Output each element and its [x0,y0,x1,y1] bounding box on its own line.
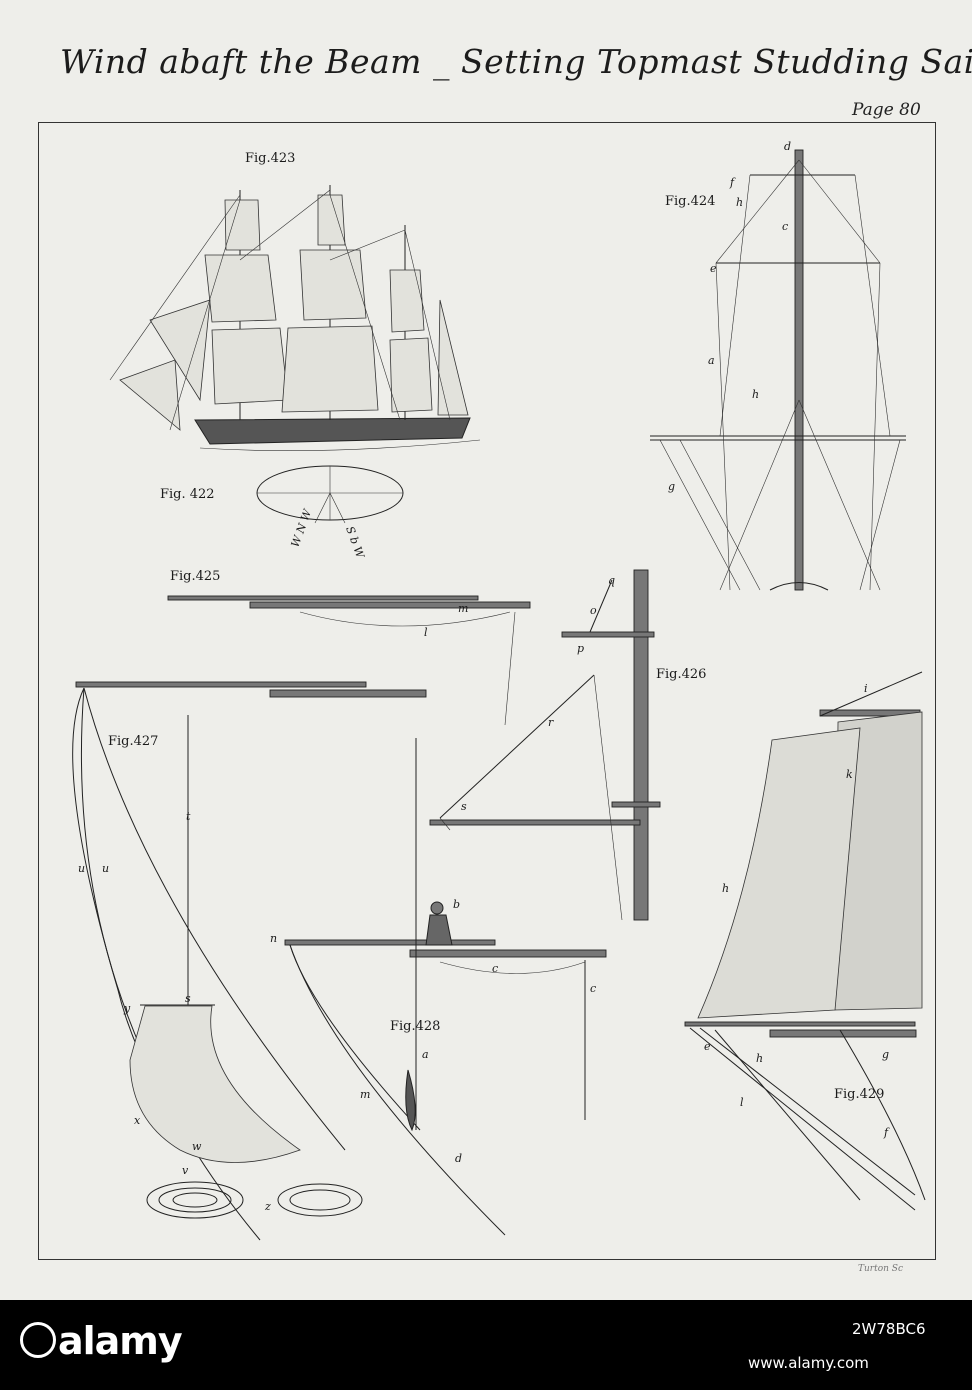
fig428-letter-c-yard: c [492,962,498,975]
fig428-letter-d: d [455,1152,462,1165]
fig424-letter-d: d [784,140,791,153]
fig427-label: Fig.427 [108,734,158,749]
fig427-letter-x: x [134,1114,141,1127]
fig428-label: Fig.428 [390,1019,440,1034]
plate-title: Wind abaft the Beam _ Setting Topmast St… [60,42,972,81]
alamy-logo-text: alamy [58,1319,183,1363]
image-id: 2W78BC6 [852,1320,926,1338]
fig425-letter-l: l [424,626,428,639]
fig424-label: Fig.424 [665,194,715,209]
fig422-compass-wnw: W N W [289,506,315,549]
fig426-letter-o: o [590,604,597,617]
fig429-letter-g: g [882,1048,889,1061]
source-url: www.alamy.com [748,1354,869,1372]
fig424-letter-h-upper: h [736,196,743,209]
alamy-logo-icon [20,1322,56,1358]
fig429-sail-drawing [684,671,926,1211]
fig429-letter-k: k [846,768,853,781]
fig429-letter-h-lower: h [756,1052,763,1065]
fig427-letter-u-right: u [102,862,109,875]
fig428-letter-c-end: c [590,982,596,995]
fig428-letter-n: n [270,932,277,945]
fig428-letter-a: a [422,1048,429,1061]
page-number: Page 80 [852,100,921,120]
watermark-banner [0,1300,972,1390]
fig429-label: Fig.429 [834,1087,884,1102]
fig422-compass-sbw: S b W [343,525,367,562]
fig428-letter-m: m [360,1088,370,1101]
fig427-letter-u-left: u [78,862,85,875]
fig424-letter-a: a [708,354,715,367]
fig423-label: Fig.423 [245,151,295,166]
fig427-letter-t: t [186,810,191,823]
fig425-boom-drawing [167,595,531,726]
fig429-letter-h-upper: h [722,882,729,895]
fig429-letter-l: l [740,1096,744,1109]
fig427-letter-z: z [264,1200,271,1213]
fig429-letter-i: i [864,682,868,695]
fig426-letter-q: q [608,574,615,587]
fig429-letter-f: f [883,1126,890,1139]
fig422-label: Fig. 422 [160,487,215,502]
fig426-letter-p: p [577,642,584,655]
fig426-letter-s: s [461,800,467,813]
fig424-letter-h-lower: h [752,388,759,401]
fig427-letter-v: v [182,1164,189,1177]
fig428-yard-drawing [284,738,607,1236]
fig424-letter-c: c [782,220,788,233]
fig425-label: Fig.425 [170,569,220,584]
fig427-letter-w: w [192,1140,202,1153]
fig424-letter-f: f [729,176,736,189]
fig426-letter-r: r [548,716,554,729]
fig422-compass-ellipse [256,465,404,524]
fig424-letter-e: e [710,262,717,275]
fig429-letter-e: e [704,1040,711,1053]
fig424-letter-g: g [668,480,675,493]
fig427-letter-y: y [123,1002,131,1015]
fig427-sail-drawing [72,681,427,1241]
plate-engraving: Fig.423 Fig. 422 W N W S b W Fig.424 d f… [72,140,926,1241]
engraver-credit: Turton Sc [858,1264,903,1274]
fig427-letter-s: s [185,992,191,1005]
fig428-letter-b: b [453,898,460,911]
fig423-ship-drawing [109,185,481,451]
fig425-letter-m: m [458,602,468,615]
alamy-logo: alamy [20,1318,183,1363]
fig424-mast-drawing [650,149,906,591]
fig426-mast-drawing [429,569,661,921]
plate-border [38,122,936,1260]
fig426-label: Fig.426 [656,667,706,682]
